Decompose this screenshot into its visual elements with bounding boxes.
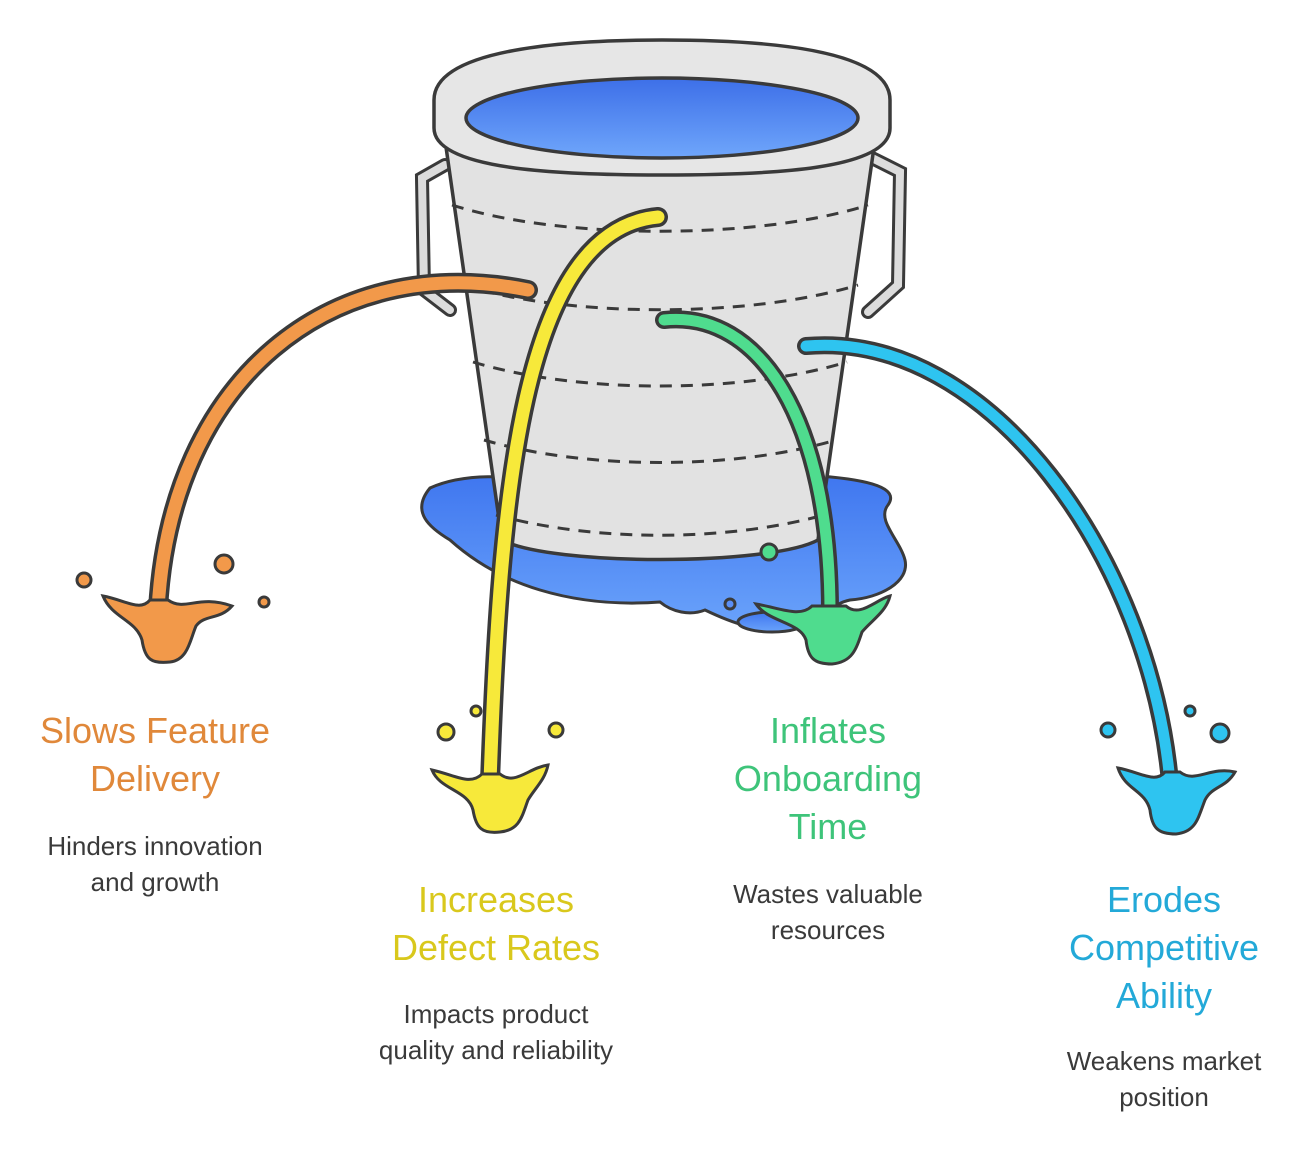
desc-line: Impacts product bbox=[403, 999, 589, 1029]
green-splash bbox=[752, 542, 893, 666]
desc-erodes-competitive-ability: Weakens market position bbox=[1024, 1043, 1304, 1115]
blue-splash bbox=[1099, 704, 1238, 836]
orange-stream bbox=[151, 276, 535, 617]
desc-slows-feature-delivery: Hinders innovation and growth bbox=[0, 828, 310, 900]
label-line: Competitive bbox=[1068, 927, 1260, 968]
bucket-water bbox=[464, 76, 860, 160]
yellow-stream bbox=[483, 210, 665, 789]
desc-inflates-onboarding-time: Wastes valuable resources bbox=[678, 876, 978, 948]
label-line: Defect Rates bbox=[391, 927, 601, 968]
label-line: Ability bbox=[1115, 975, 1213, 1016]
green-stream bbox=[658, 313, 836, 618]
water-drop bbox=[723, 597, 737, 611]
orange-splash bbox=[75, 553, 271, 664]
label-line: Increases bbox=[417, 879, 575, 920]
desc-line: quality and reliability bbox=[378, 1035, 614, 1065]
desc-line: Wastes valuable bbox=[733, 879, 923, 909]
label-line: Onboarding bbox=[733, 758, 923, 799]
label-inflates-onboarding-time: Inflates Onboarding Time bbox=[678, 707, 978, 851]
yellow-splash bbox=[429, 704, 565, 834]
label-line: Erodes bbox=[1106, 879, 1222, 920]
desc-line: Hinders innovation bbox=[47, 831, 263, 861]
label-erodes-competitive-ability: Erodes Competitive Ability bbox=[1024, 876, 1304, 1020]
desc-line: position bbox=[1119, 1082, 1209, 1112]
desc-line: Weakens market bbox=[1066, 1046, 1262, 1076]
desc-line: resources bbox=[770, 915, 886, 945]
leak-streams bbox=[148, 207, 1179, 792]
blue-stream bbox=[800, 339, 1176, 788]
desc-increases-defect-rates: Impacts product quality and reliability bbox=[336, 996, 656, 1068]
label-slows-feature-delivery: Slows Feature Delivery bbox=[0, 707, 310, 803]
label-line: Inflates bbox=[769, 710, 887, 751]
desc-line: and growth bbox=[90, 867, 220, 897]
label-line: Delivery bbox=[89, 758, 221, 799]
label-increases-defect-rates: Increases Defect Rates bbox=[336, 876, 656, 972]
label-line: Time bbox=[788, 806, 868, 847]
label-line: Slows Feature bbox=[39, 710, 271, 751]
